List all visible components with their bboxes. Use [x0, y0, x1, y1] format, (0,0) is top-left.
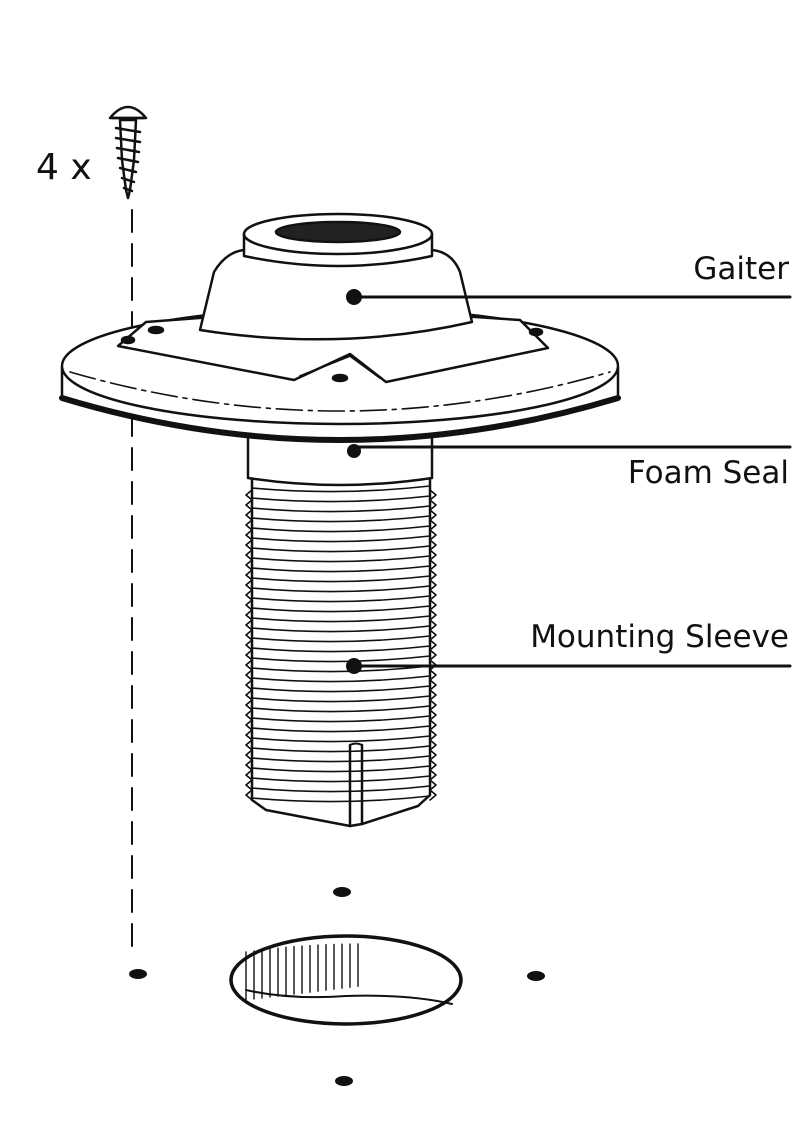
pilot-hole — [335, 1076, 353, 1086]
pilot-hole — [129, 969, 147, 979]
pilot-hole — [527, 971, 545, 981]
mounting-sleeve-label: Mounting Sleeve — [530, 622, 789, 653]
screw-quantity-label: 4 x — [36, 150, 92, 186]
gaiter-label: Gaiter — [693, 254, 789, 285]
pilot-hole — [333, 887, 351, 897]
foam-seal-label: Foam Seal — [628, 458, 789, 489]
foam-seal-illustration — [248, 438, 432, 485]
mounting-hole-illustration — [231, 936, 461, 1024]
screw-illustration — [110, 107, 146, 198]
pilot-holes — [129, 887, 545, 1086]
mounting-sleeve-illustration — [246, 480, 436, 826]
gaiter-illustration — [200, 214, 472, 339]
